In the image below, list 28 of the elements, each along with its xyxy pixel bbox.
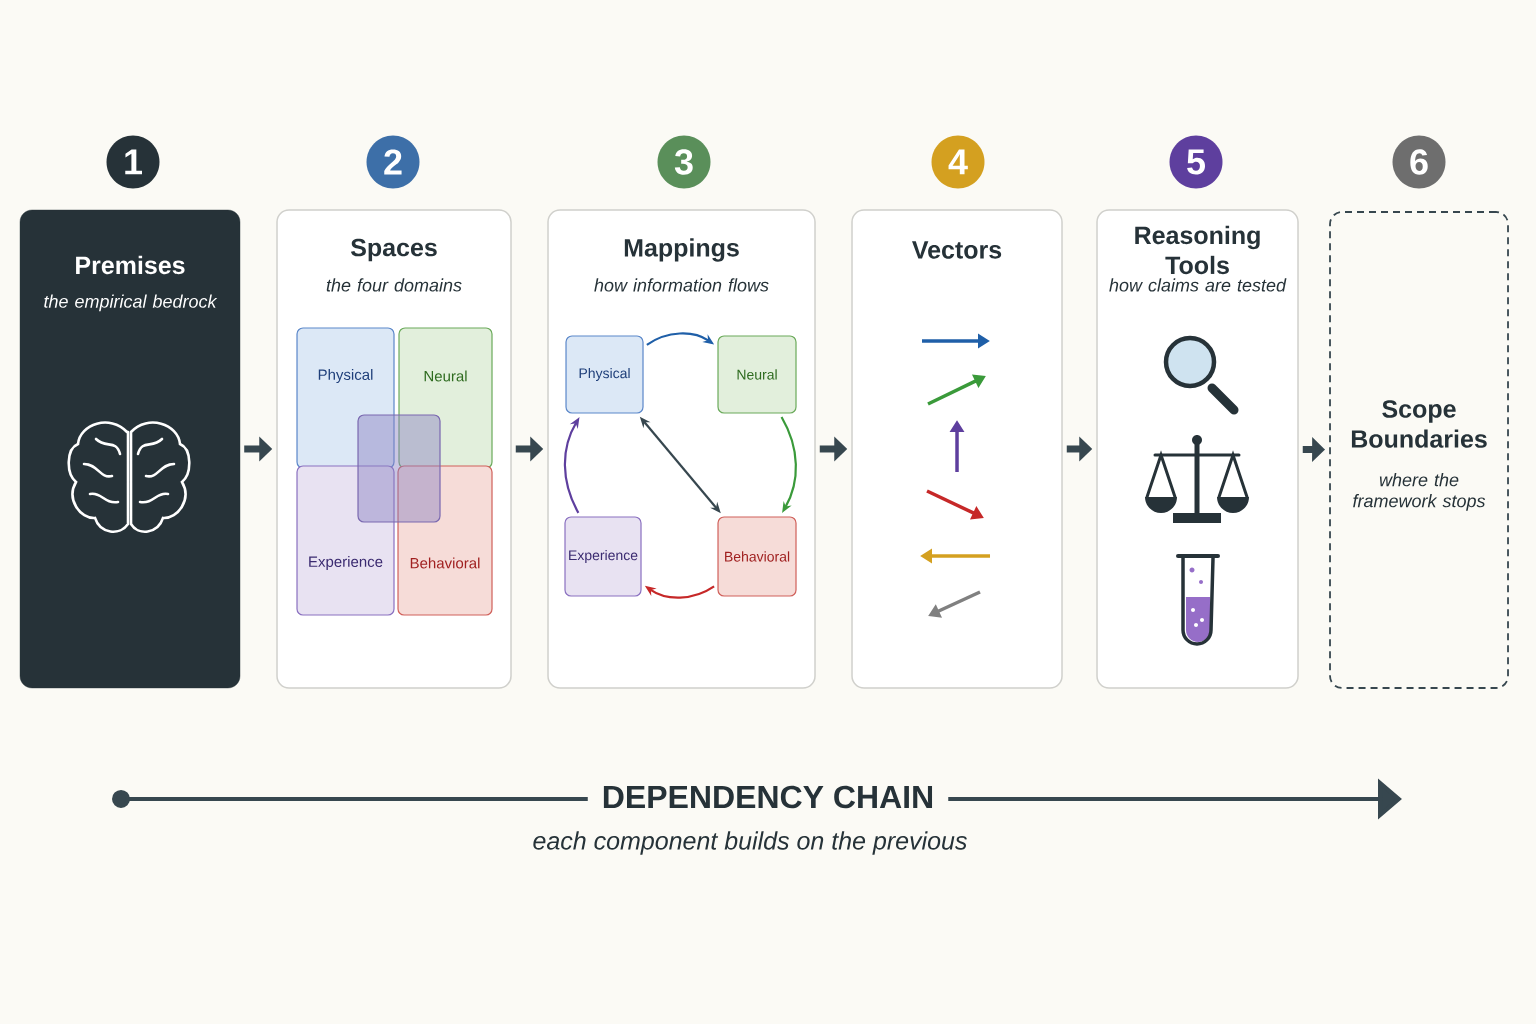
number-badge: 5 [1169,135,1223,189]
domain-box: Experience [296,465,395,616]
card-title: Vectors [912,241,1002,259]
number-badge: 6 [1392,135,1446,189]
domain-box: Experience [564,516,642,597]
domain-box: Neural [717,335,797,414]
domain-box: Neural [398,327,493,469]
card-title: Spaces [350,238,437,262]
domain-box: Behavioral [717,516,797,597]
card-title: Scope Boundaries [1351,400,1487,448]
card-subtitle: where the framework stops [1353,473,1486,511]
chain-label: DEPENDENCY CHAIN [587,782,949,812]
number-badge: 4 [931,135,985,189]
domain-box: Physical [296,327,395,469]
card-subtitle: how claims are tested [1109,278,1287,292]
overlap-box [357,414,441,523]
domain-box: Behavioral [397,465,493,616]
domain-box: Physical [565,335,644,414]
number-badge: 3 [657,135,711,189]
number-badge: 1 [106,135,160,189]
card-title: Mappings [624,238,739,262]
card-subtitle: the four domains [326,278,462,292]
chain-caption: each component builds on the previous [533,831,967,855]
card-subtitle: how information flows [594,278,769,292]
card-title: Reasoning Tools [1135,225,1260,275]
card-title: Premises [76,255,185,275]
number-badge: 2 [366,135,420,189]
card-subtitle: the empirical bedrock [44,294,218,312]
